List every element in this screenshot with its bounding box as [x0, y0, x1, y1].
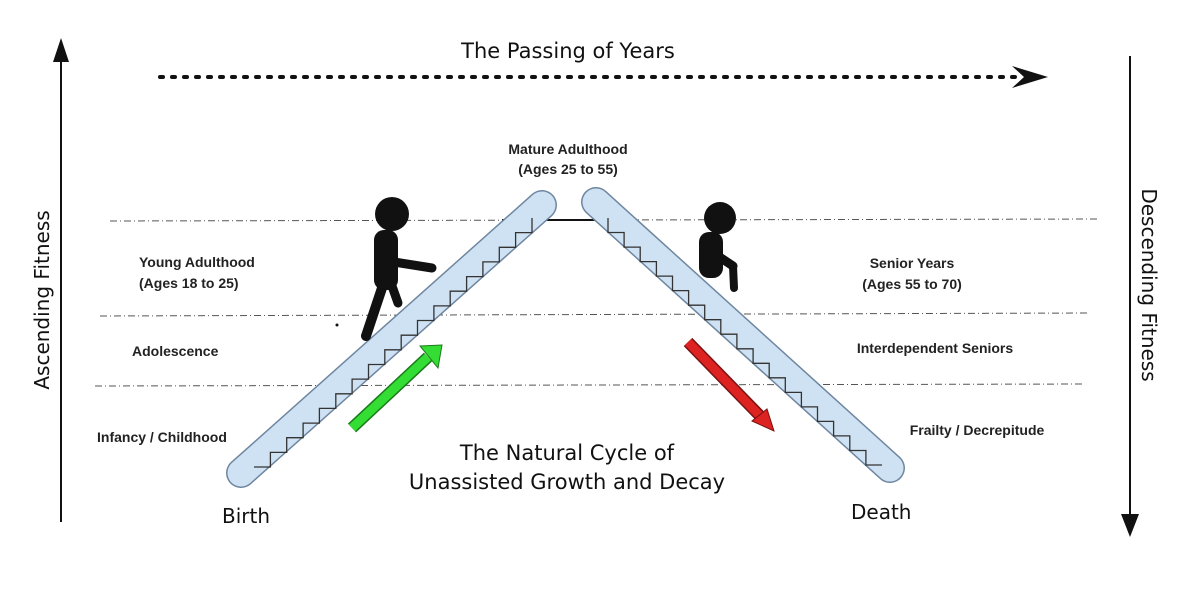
infancy-label: Infancy / Childhood: [97, 429, 227, 445]
frailty-label: Frailty / Decrepitude: [910, 422, 1045, 438]
down-arrowhead-icon: [1121, 514, 1139, 537]
descending-figure-icon: [699, 202, 738, 292]
ascending-fitness-label: Ascending Fitness: [30, 210, 54, 389]
caption-line-1: The Natural Cycle of: [459, 441, 675, 465]
dot-mark: [335, 323, 339, 327]
peak-stage-label: Mature Adulthood: [508, 141, 627, 157]
up-arrowhead-icon: [53, 38, 69, 62]
reference-line-bottom: [94, 383, 1086, 387]
reference-line-middle: [99, 312, 1091, 317]
descending-ramp: [581, 187, 905, 483]
ascending-ramp: [226, 190, 557, 488]
death-label: Death: [851, 500, 911, 524]
descending-stairs: [607, 218, 882, 466]
interdependent-seniors-label: Interdependent Seniors: [857, 340, 1014, 356]
senior-years-ages: (Ages 55 to 70): [862, 276, 962, 292]
caption-line-2: Unassisted Growth and Decay: [409, 470, 725, 494]
young-adulthood-label: Young Adulthood: [139, 254, 255, 270]
young-adulthood-ages: (Ages 18 to 25): [139, 275, 239, 291]
decay-arrow-icon: [683, 337, 775, 432]
birth-label: Birth: [222, 504, 270, 528]
growth-arrow-icon: [347, 344, 443, 433]
peak-stage-ages: (Ages 25 to 55): [518, 161, 618, 177]
climbing-figure-icon: [361, 197, 437, 341]
ascending-stairs: [254, 218, 533, 468]
senior-years-label: Senior Years: [870, 255, 955, 271]
adolescence-label: Adolescence: [132, 343, 219, 359]
timeline-title: The Passing of Years: [460, 39, 675, 63]
descending-fitness-label: Descending Fitness: [1137, 188, 1161, 381]
timeline-arrowhead-icon: [1012, 66, 1048, 88]
